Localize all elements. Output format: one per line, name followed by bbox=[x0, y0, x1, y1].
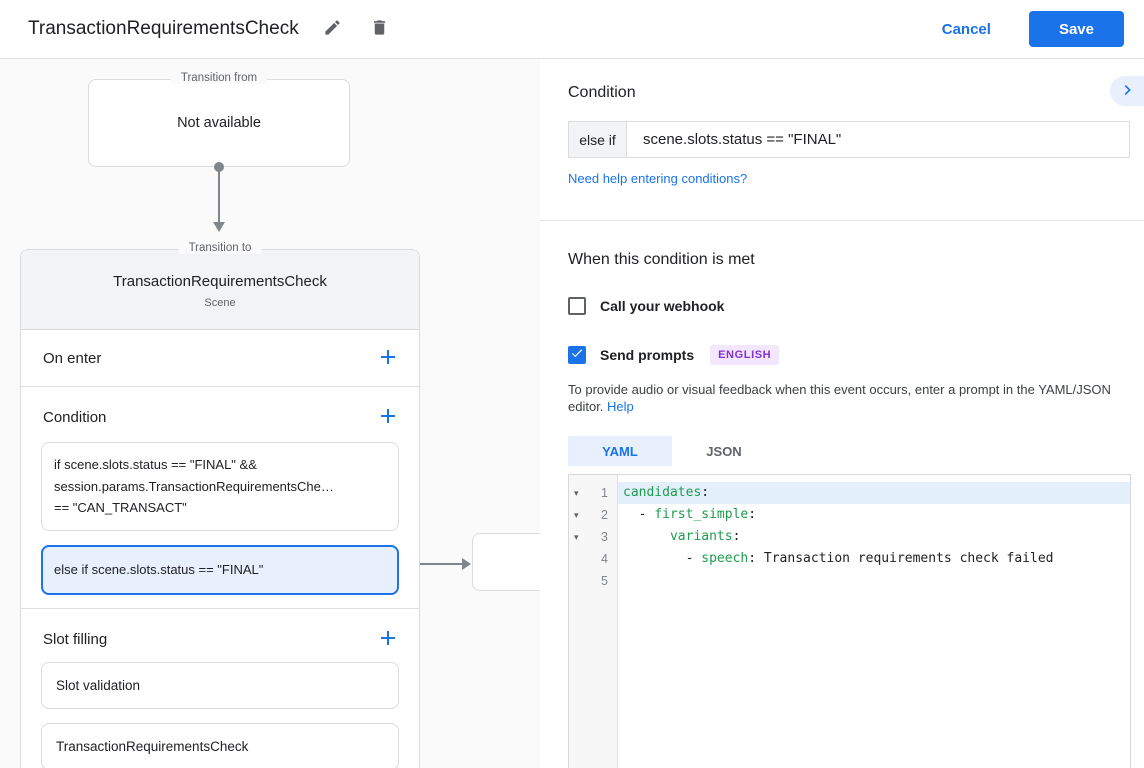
fold-arrow-icon[interactable] bbox=[574, 504, 579, 526]
slot-item-1[interactable]: Slot validation bbox=[41, 661, 399, 709]
page-title: TransactionRequirementsCheck bbox=[28, 18, 299, 39]
condition-value-input[interactable] bbox=[627, 122, 1129, 157]
condition-item-1[interactable]: if scene.slots.status == "FINAL" && sess… bbox=[41, 442, 399, 531]
condition-section-label: Condition bbox=[43, 409, 107, 426]
scene-card-header[interactable]: TransactionRequirementsCheck Scene bbox=[21, 250, 419, 330]
on-enter-row[interactable]: On enter bbox=[21, 330, 419, 387]
add-on-enter-button[interactable] bbox=[379, 348, 397, 369]
condition-editor-section: Condition else if Need help entering con… bbox=[540, 59, 1144, 221]
edit-scene-button[interactable] bbox=[319, 14, 346, 44]
prompts-checkbox[interactable] bbox=[568, 346, 586, 364]
condition-line: if scene.slots.status == "FINAL" && bbox=[54, 457, 257, 472]
tab-yaml[interactable]: YAML bbox=[568, 436, 672, 466]
condition-line: == "CAN_TRANSACT" bbox=[54, 500, 187, 515]
scene-type-label: Scene bbox=[204, 297, 236, 309]
transition-from-box: Transition from Not available bbox=[88, 72, 350, 167]
fold-arrow-icon[interactable] bbox=[574, 482, 579, 504]
prompts-row: Send prompts ENGLISH bbox=[568, 345, 1144, 365]
add-condition-button[interactable] bbox=[379, 407, 397, 428]
editor-gutter: 1 2 3 4 5 bbox=[569, 475, 618, 768]
when-condition-section: When this condition is met Call your web… bbox=[540, 221, 1144, 768]
transition-from-value: Not available bbox=[177, 115, 261, 131]
language-badge: ENGLISH bbox=[710, 345, 780, 365]
code-line[interactable]: - speech: Transaction requirements check… bbox=[623, 551, 1054, 566]
webhook-checkbox[interactable] bbox=[568, 297, 586, 315]
code-line[interactable]: variants: bbox=[669, 529, 741, 544]
transition-target-box[interactable] bbox=[472, 533, 540, 591]
slot-item-2[interactable]: TransactionRequirementsCheck bbox=[41, 722, 399, 768]
collapse-panel-button[interactable] bbox=[1110, 76, 1144, 106]
plus-icon bbox=[381, 409, 395, 426]
condition-section: Condition if scene.slots.status == "FINA… bbox=[21, 387, 419, 609]
line-number: 1 bbox=[601, 486, 608, 500]
slot-item-label: TransactionRequirementsCheck bbox=[56, 738, 249, 754]
prompts-label: Send prompts bbox=[600, 347, 695, 363]
fold-arrow-icon[interactable] bbox=[574, 526, 579, 548]
conditions-help-link[interactable]: Need help entering conditions? bbox=[568, 171, 748, 186]
save-button[interactable]: Save bbox=[1028, 11, 1124, 47]
scene-title: TransactionRequirementsCheck bbox=[113, 273, 327, 290]
checkmark-icon bbox=[570, 346, 584, 365]
scene-card: Transition to TransactionRequirementsChe… bbox=[20, 242, 420, 768]
condition-detail-panel: Condition else if Need help entering con… bbox=[540, 59, 1144, 768]
plus-icon bbox=[381, 349, 395, 367]
condition-item-2-selected[interactable]: else if scene.slots.status == "FINAL" bbox=[41, 544, 399, 595]
app-header: TransactionRequirementsCheck Cancel Save bbox=[0, 0, 1144, 59]
flow-canvas: Transition from Not available Transition… bbox=[0, 59, 540, 768]
chevron-right-icon bbox=[1118, 80, 1138, 103]
when-condition-title: When this condition is met bbox=[568, 251, 755, 268]
code-line[interactable] bbox=[618, 570, 1130, 592]
condition-line: session.params.TransactionRequirementsCh… bbox=[54, 478, 334, 494]
slot-filling-section: Slot filling Slot validation Transaction… bbox=[21, 609, 419, 768]
condition-expression-field: else if bbox=[568, 121, 1130, 158]
line-number: 5 bbox=[601, 574, 608, 588]
slot-filling-label: Slot filling bbox=[43, 630, 108, 648]
editor-code-area[interactable]: candidates: - first_simple: variants: - … bbox=[618, 475, 1130, 768]
panel-title: Condition bbox=[568, 84, 636, 101]
condition-prefix: else if bbox=[569, 122, 627, 157]
slot-item-label: Slot validation bbox=[56, 677, 141, 693]
plus-icon bbox=[381, 630, 395, 648]
trash-icon bbox=[370, 18, 389, 40]
webhook-row: Call your webhook bbox=[568, 296, 1144, 316]
add-slot-button[interactable] bbox=[379, 629, 397, 650]
delete-scene-button[interactable] bbox=[366, 14, 393, 44]
tab-json[interactable]: JSON bbox=[672, 436, 776, 466]
transition-to-legend: Transition to bbox=[178, 242, 262, 254]
cancel-button[interactable]: Cancel bbox=[941, 20, 991, 38]
condition-text: else if scene.slots.status == "FINAL" bbox=[54, 562, 264, 577]
on-enter-label: On enter bbox=[43, 349, 102, 367]
transition-from-legend: Transition from bbox=[170, 72, 268, 84]
prompt-editor-description: To provide audio or visual feedback when… bbox=[568, 382, 1111, 414]
line-number: 2 bbox=[601, 508, 608, 522]
code-line[interactable]: - first_simple: bbox=[623, 507, 757, 522]
webhook-label: Call your webhook bbox=[600, 298, 725, 314]
code-line[interactable]: candidates: bbox=[618, 482, 1130, 504]
help-link[interactable]: Help bbox=[607, 399, 634, 414]
editor-tabs: YAML JSON bbox=[568, 436, 1144, 466]
line-number: 3 bbox=[601, 530, 608, 544]
code-editor: 1 2 3 4 5 candidates: - first_simple: va… bbox=[568, 474, 1131, 768]
line-number: 4 bbox=[601, 552, 608, 566]
pencil-icon bbox=[323, 18, 342, 40]
